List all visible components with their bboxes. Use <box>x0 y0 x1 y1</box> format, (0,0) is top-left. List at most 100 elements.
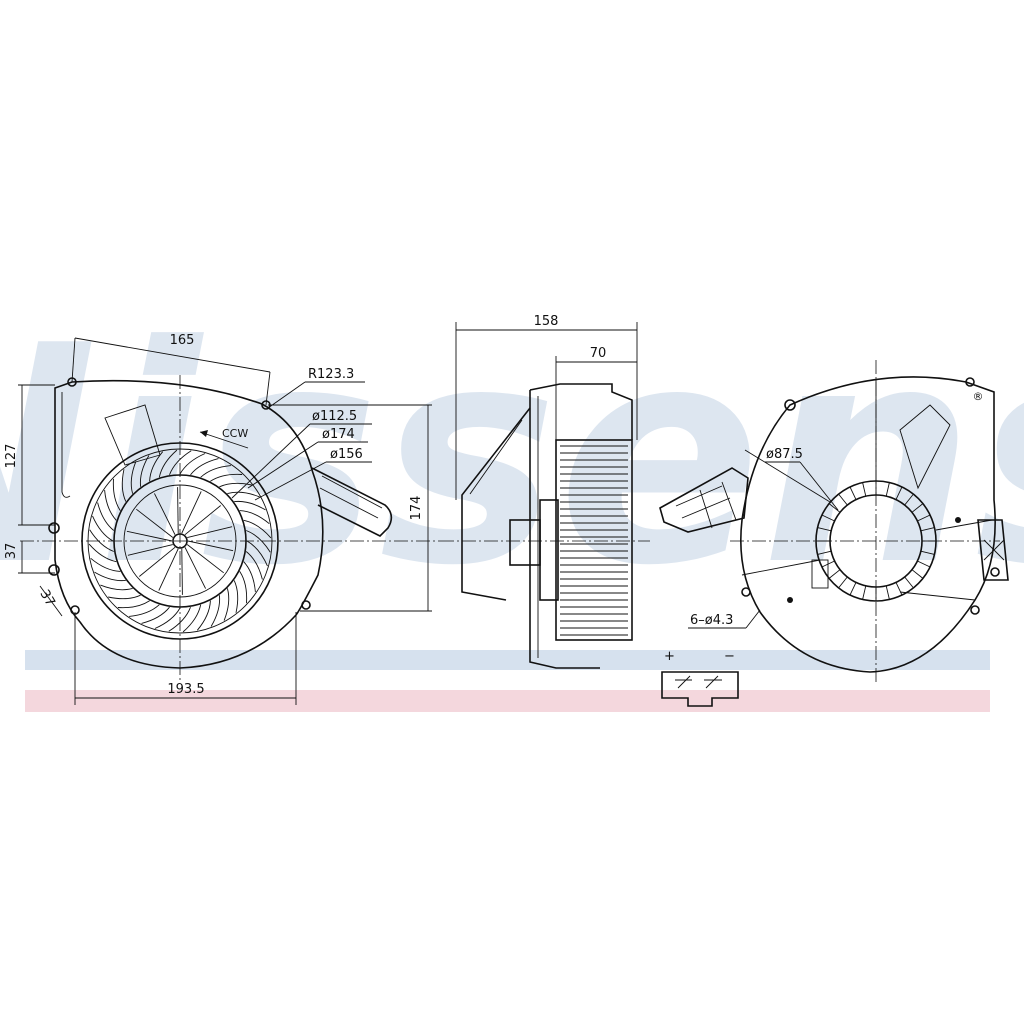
leader-dia-2 <box>247 441 319 489</box>
fan-blade <box>239 510 270 525</box>
front-hub-spokes <box>126 487 234 595</box>
fan-blade <box>94 571 126 582</box>
outlet-tooth <box>849 486 857 500</box>
side-top-housing <box>529 383 633 440</box>
front-fan-blades <box>88 449 272 633</box>
side-duct-inner <box>469 419 523 495</box>
front-duct-arm <box>311 467 393 537</box>
registered-mark: ® <box>973 390 984 403</box>
rear-view: ø87.5 6–ø4.3 <box>659 360 1009 685</box>
outlet-tooth <box>895 486 903 500</box>
outlet-tooth <box>904 576 914 589</box>
fan-blade <box>246 540 268 567</box>
dim-dia-174: ø174 <box>322 427 355 442</box>
fan-blade <box>108 594 141 600</box>
side-view: 158 70 <box>440 314 650 669</box>
fan-blade <box>130 461 137 494</box>
hub-spoke <box>184 505 221 536</box>
front-inlet-edge <box>61 392 71 498</box>
rear-mount-hole <box>970 605 980 615</box>
front-mount-hole <box>48 522 60 534</box>
rear-screw <box>955 517 961 523</box>
outlet-tooth <box>838 576 848 589</box>
rear-mount-hole <box>965 377 975 387</box>
hub-spoke <box>181 491 202 534</box>
dim-holes: 6–ø4.3 <box>690 613 733 628</box>
leader-dia-3 <box>254 461 327 501</box>
fan-blade <box>200 465 231 478</box>
rear-side-connector <box>977 519 1009 581</box>
dim-dia-156: ø156 <box>330 447 363 462</box>
hub-spoke <box>177 487 179 534</box>
connector-plus: + <box>664 649 675 664</box>
hub-spoke <box>139 546 176 577</box>
outlet-tooth <box>917 514 931 522</box>
hub-spoke <box>158 548 179 591</box>
rotation-label: CCW <box>222 427 248 440</box>
fan-blade <box>196 600 211 631</box>
fan-blade <box>141 606 170 624</box>
fan-blade <box>88 543 117 563</box>
fan-blade <box>97 502 115 531</box>
outlet-tooth <box>838 493 848 506</box>
watermark-blue-band <box>25 650 990 670</box>
fan-blade <box>154 607 181 629</box>
fan-blade <box>168 607 191 632</box>
dim-radius: R123.3 <box>308 367 354 382</box>
side-motor-block <box>539 499 559 601</box>
rear-housing <box>740 376 996 673</box>
fan-blade <box>179 453 206 475</box>
fan-blade <box>210 473 243 482</box>
connector-minus: − <box>724 649 735 664</box>
dim-37-slanted: 37 <box>36 587 57 609</box>
fan-blade <box>182 604 202 633</box>
side-duct <box>461 407 531 601</box>
connector-housing <box>661 671 739 707</box>
fan-blade <box>121 469 127 502</box>
outlet-tooth <box>911 503 924 513</box>
dim-127: 127 <box>4 444 19 469</box>
rotation-arrow <box>199 431 249 449</box>
watermark: Nissens ® <box>0 282 1024 712</box>
outlet-tooth <box>849 582 857 596</box>
fan-blade <box>233 580 239 613</box>
fan-blade <box>243 561 256 592</box>
front-mount-hole <box>48 564 60 576</box>
leader-dia-1 <box>231 423 311 499</box>
rear-mount-hole <box>990 567 1000 577</box>
hub-spoke <box>184 547 207 589</box>
front-view: 165 R123.3 ø112.5 ø174 ø156 CCW 127 37 3… <box>4 333 440 705</box>
fan-blade <box>92 515 114 542</box>
leader-outlet <box>799 461 839 511</box>
fan-blade <box>89 529 114 552</box>
dim-line-37-slanted <box>39 585 63 617</box>
outlet-tooth <box>885 482 890 497</box>
leader-holes <box>745 609 761 629</box>
dim-37-vertical: 37 <box>4 543 19 560</box>
fan-blade <box>100 584 133 591</box>
fan-blade <box>246 530 271 553</box>
fan-blade <box>139 455 150 487</box>
rear-inner-block <box>899 404 951 490</box>
outlet-tooth <box>828 503 841 513</box>
rear-bracket-ribs <box>675 481 737 529</box>
fan-blade <box>234 500 266 511</box>
outlet-tooth <box>817 550 832 555</box>
outlet-tooth <box>920 527 935 532</box>
side-fan-cage <box>555 439 633 641</box>
hub-spoke <box>181 548 183 595</box>
dim-ext-165 <box>265 371 271 406</box>
fan-blade <box>129 604 160 617</box>
leader-radius <box>267 381 306 409</box>
fan-blade <box>149 451 164 482</box>
outlet-tooth <box>911 569 924 579</box>
outlet-tooth <box>885 585 890 600</box>
rotation-arrowhead <box>200 430 208 437</box>
fan-blade <box>112 478 121 511</box>
fan-blade <box>239 571 248 604</box>
hub-spoke <box>187 540 234 552</box>
dim-193-5: 193.5 <box>167 682 204 697</box>
side-back-plate <box>529 390 600 669</box>
front-housing <box>54 379 324 669</box>
